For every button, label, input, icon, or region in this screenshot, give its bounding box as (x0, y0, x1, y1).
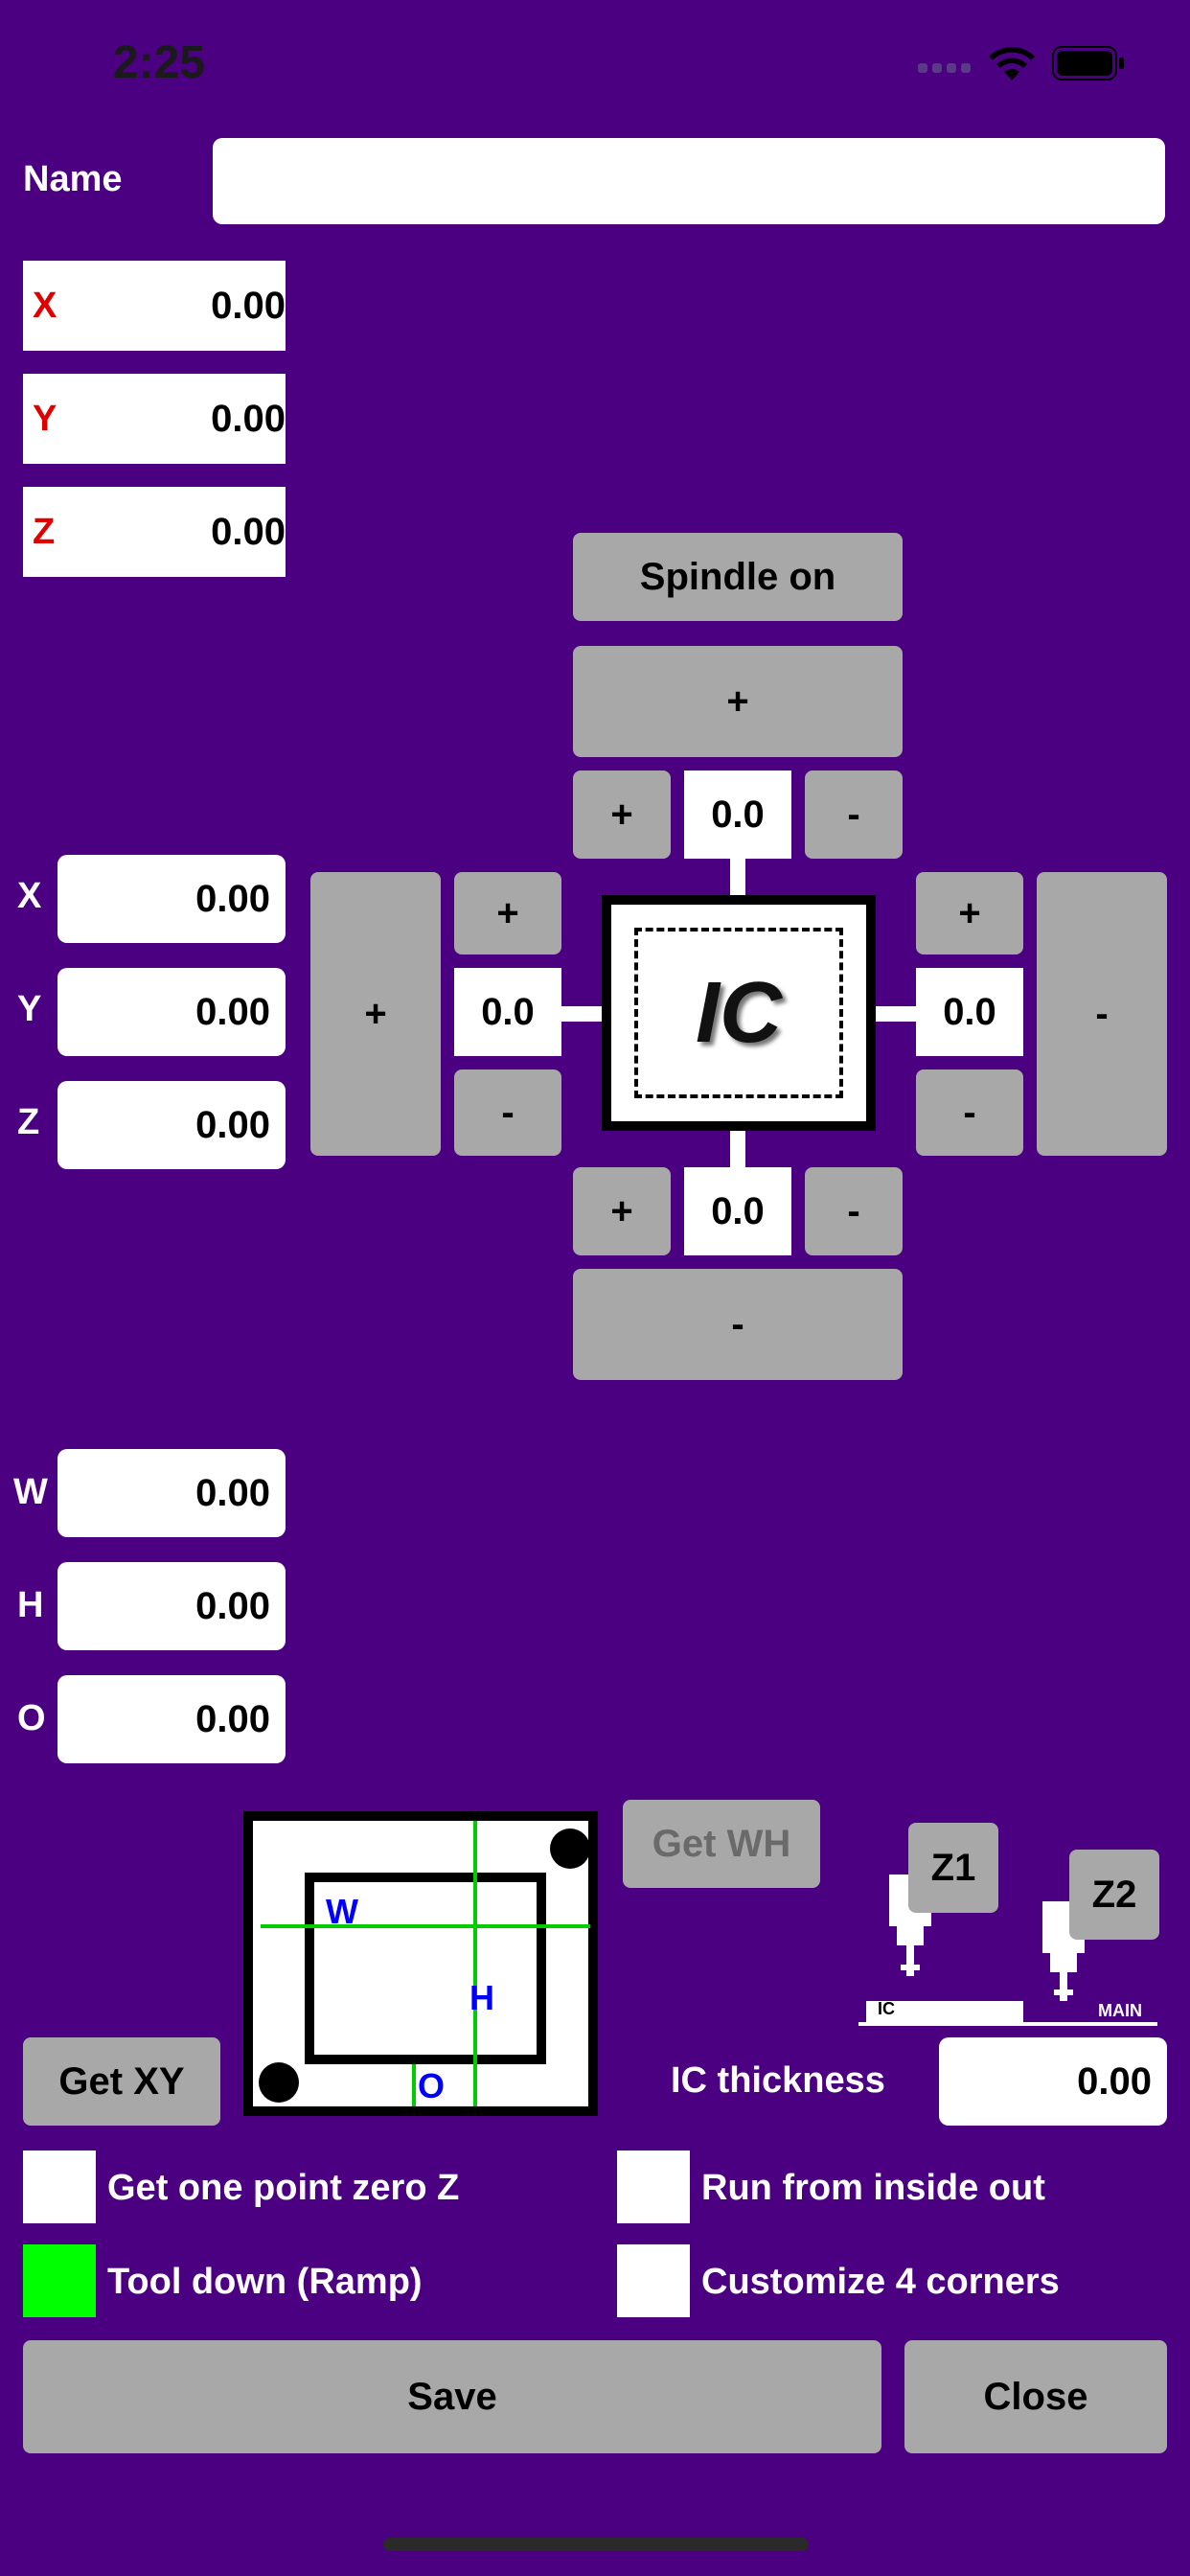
ic-thickness-label: IC thickness (671, 2060, 885, 2101)
left-step-field[interactable]: 0.0 (454, 968, 561, 1056)
offset-z-input[interactable]: 0.00 (57, 1081, 286, 1169)
offset-input[interactable]: 0.00 (57, 1675, 286, 1763)
bottom-step-minus-button[interactable]: - (805, 1167, 903, 1255)
pocket-diagram: W H O (243, 1811, 598, 2116)
home-indicator[interactable] (383, 2538, 809, 2551)
bottom-step-plus-button[interactable]: + (573, 1167, 671, 1255)
horizontal-guide-line (261, 1924, 590, 1928)
right-connector (876, 1006, 916, 1022)
top-connector (730, 859, 745, 895)
axis-value: 0.00 (211, 284, 286, 327)
axis-value: 0.00 (211, 510, 286, 553)
right-step-field[interactable]: 0.0 (916, 968, 1023, 1056)
axis-label: Z (33, 511, 56, 552)
inner-rectangle (305, 1873, 546, 2064)
signal-icon (918, 59, 972, 73)
four-corners-checkbox[interactable] (617, 2244, 690, 2317)
diagram-o-label: O (418, 2066, 446, 2105)
bottom-step-field[interactable]: 0.0 (684, 1167, 791, 1255)
offset-marker-line (412, 2064, 416, 2106)
status-time: 2:25 (113, 37, 206, 88)
jog-up-button[interactable]: + (573, 646, 903, 757)
corner-dot-bottom-left (259, 2062, 299, 2103)
axis-label: X (33, 285, 57, 326)
ic-center-label: IC (696, 964, 782, 1061)
height-label: H (17, 1585, 44, 1625)
offset-y-label: Y (17, 989, 42, 1029)
save-button[interactable]: Save (23, 2340, 881, 2453)
offset-x-input[interactable]: 0.00 (57, 855, 286, 943)
height-input[interactable]: 0.00 (57, 1562, 286, 1650)
corner-dot-top-right (550, 1828, 590, 1869)
z2-button[interactable]: Z2 (1069, 1850, 1159, 1940)
offset-x-label: X (17, 876, 42, 916)
jog-left-button[interactable]: + (310, 872, 441, 1156)
right-step-minus-button[interactable]: - (916, 1070, 1023, 1156)
width-label: W (13, 1472, 48, 1512)
name-input[interactable] (213, 138, 1165, 224)
inside-out-label: Run from inside out (701, 2168, 1045, 2208)
one-point-zero-checkbox[interactable] (23, 2150, 96, 2223)
axis-label: Y (33, 398, 57, 439)
tool-down-checkbox[interactable] (23, 2244, 96, 2317)
offset-y-input[interactable]: 0.00 (57, 968, 286, 1056)
diagram-h-label: H (469, 1978, 494, 2017)
wifi-icon (987, 44, 1037, 82)
tool-down-label: Tool down (Ramp) (107, 2262, 423, 2302)
ic-dashed-outline (634, 928, 843, 1098)
ic-thickness-input[interactable]: 0.00 (939, 2037, 1167, 2126)
top-step-field[interactable]: 0.0 (684, 770, 791, 859)
left-step-plus-button[interactable]: + (454, 872, 561, 954)
name-label: Name (23, 159, 123, 199)
close-button[interactable]: Close (904, 2340, 1167, 2453)
diagram-w-label: W (326, 1892, 358, 1931)
right-step-plus-button[interactable]: + (916, 872, 1023, 954)
offset-z-label: Z (17, 1102, 40, 1142)
current-x-readout: X 0.00 (23, 261, 286, 351)
axis-value: 0.00 (211, 397, 286, 440)
battery-icon (1052, 46, 1125, 80)
current-y-readout: Y 0.00 (23, 374, 286, 464)
inside-out-checkbox[interactable] (617, 2150, 690, 2223)
top-step-plus-button[interactable]: + (573, 770, 671, 859)
machine-main-label: MAIN (1098, 2001, 1142, 2020)
ic-center-graphic: IC (602, 895, 876, 1131)
machine-ic-label: IC (878, 1999, 895, 2018)
spindle-on-button[interactable]: Spindle on (573, 533, 903, 621)
jog-down-button[interactable]: - (573, 1269, 903, 1380)
get-xy-button[interactable]: Get XY (23, 2037, 220, 2126)
one-point-zero-label: Get one point zero Z (107, 2168, 460, 2208)
top-step-minus-button[interactable]: - (805, 770, 903, 859)
width-input[interactable]: 0.00 (57, 1449, 286, 1537)
current-z-readout: Z 0.00 (23, 487, 286, 577)
offset-label: O (17, 1698, 46, 1738)
status-bar: 2:25 (0, 0, 1190, 125)
bottom-connector (730, 1131, 745, 1167)
z1-button[interactable]: Z1 (908, 1823, 998, 1913)
vertical-guide-line (473, 1821, 477, 2106)
jog-right-button[interactable]: - (1037, 872, 1167, 1156)
get-wh-button[interactable]: Get WH (623, 1800, 820, 1888)
four-corners-label: Customize 4 corners (701, 2262, 1060, 2302)
left-step-minus-button[interactable]: - (454, 1070, 561, 1156)
left-connector (561, 1006, 602, 1022)
